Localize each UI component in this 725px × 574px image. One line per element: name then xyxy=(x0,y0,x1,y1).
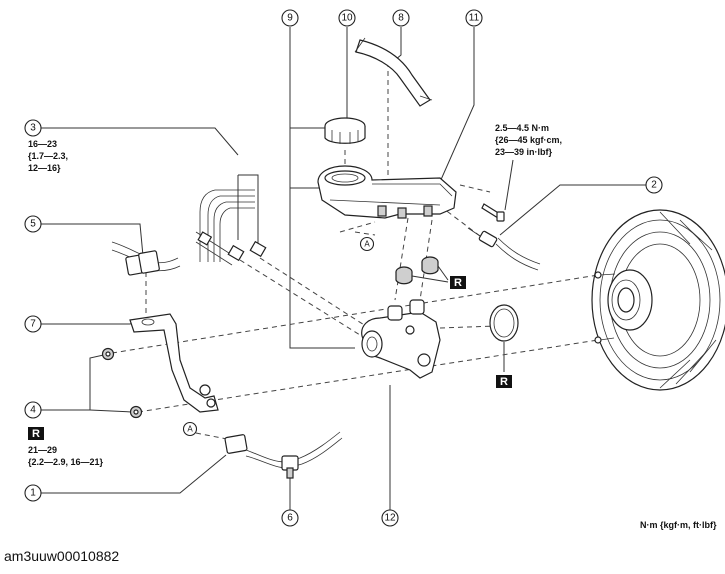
torque-spec-3: 16—23 {1.7—2.3, 12—16} xyxy=(28,139,68,173)
svg-text:8: 8 xyxy=(398,13,404,24)
assembly-dashed-lines xyxy=(111,62,599,441)
brake-booster xyxy=(591,209,725,391)
reservoir-cap xyxy=(324,117,366,144)
vacuum-hose-fitting xyxy=(467,227,541,271)
svg-text:R: R xyxy=(454,277,462,289)
svg-text:4: 4 xyxy=(30,405,36,416)
torque-spec-11: 2.5—4.5 N·m {26—45 kgf·cm, 23—39 in·lbf} xyxy=(495,123,562,157)
connector-harness xyxy=(111,241,181,276)
master-cylinder xyxy=(361,299,441,379)
svg-text:1: 1 xyxy=(30,488,36,499)
reservoir xyxy=(317,165,457,219)
svg-text:12—16}: 12—16} xyxy=(28,163,61,173)
image-id: am3uuw00010882 xyxy=(4,548,120,564)
svg-text:11: 11 xyxy=(469,13,480,24)
svg-text:10: 10 xyxy=(341,13,353,24)
svg-text:2.5—4.5 N·m: 2.5—4.5 N·m xyxy=(495,123,549,133)
ref-mark-a-lower: A xyxy=(182,421,198,437)
svg-text:R: R xyxy=(500,376,508,388)
svg-text:{26—45 kgf·cm,: {26—45 kgf·cm, xyxy=(495,135,562,145)
svg-text:12: 12 xyxy=(384,513,396,524)
brake-pipes xyxy=(195,189,267,266)
svg-text:23—39 in·lbf}: 23—39 in·lbf} xyxy=(495,147,553,157)
replace-mark-grommets: R xyxy=(450,276,466,289)
svg-text:6: 6 xyxy=(287,513,293,524)
reservoir-grommets xyxy=(395,256,449,285)
callout-10: 10 xyxy=(338,9,356,27)
svg-text:3: 3 xyxy=(30,123,36,134)
svg-text:{1.7—2.3,: {1.7—2.3, xyxy=(28,151,68,161)
callout-7: 7 xyxy=(24,315,42,333)
units-note: N·m {kgf·m, ft·lbf} xyxy=(640,520,717,530)
callout-5: 5 xyxy=(24,215,42,233)
callout-6: 6 xyxy=(281,509,299,527)
svg-text:16—23: 16—23 xyxy=(28,139,57,149)
callout-4: 4 xyxy=(24,401,42,419)
mounting-bolt xyxy=(481,203,505,222)
callout-3: 3 xyxy=(24,119,42,137)
svg-text:5: 5 xyxy=(30,219,36,230)
svg-text:A: A xyxy=(187,425,193,434)
callout-1: 1 xyxy=(24,484,42,502)
ref-mark-a-upper: A xyxy=(359,236,375,252)
callout-12: 12 xyxy=(381,509,399,527)
svg-text:21—29: 21—29 xyxy=(28,445,57,455)
replace-mark-nuts: R xyxy=(28,427,44,440)
master-cylinder-diagram: 10 9 8 11 3 2 5 7 4 1 6 12 A A 16—23 {1.… xyxy=(24,9,725,530)
svg-text:R: R xyxy=(32,428,40,440)
seal-ring xyxy=(489,304,519,342)
svg-text:7: 7 xyxy=(30,319,36,330)
nuts xyxy=(101,347,143,419)
callout-11: 11 xyxy=(465,9,483,27)
reservoir-hose xyxy=(354,37,433,107)
svg-text:{2.2—2.9, 16—21}: {2.2—2.9, 16—21} xyxy=(28,457,104,467)
callout-9: 9 xyxy=(281,9,299,27)
torque-spec-4: 21—29 {2.2—2.9, 16—21} xyxy=(28,445,104,467)
svg-text:A: A xyxy=(364,240,370,249)
replace-mark-seal: R xyxy=(496,375,512,388)
callout-2: 2 xyxy=(645,176,663,194)
svg-text:2: 2 xyxy=(651,180,657,191)
fluid-level-sensor xyxy=(224,431,343,479)
callout-8: 8 xyxy=(392,9,410,27)
bracket xyxy=(129,313,219,413)
svg-text:9: 9 xyxy=(287,13,293,24)
